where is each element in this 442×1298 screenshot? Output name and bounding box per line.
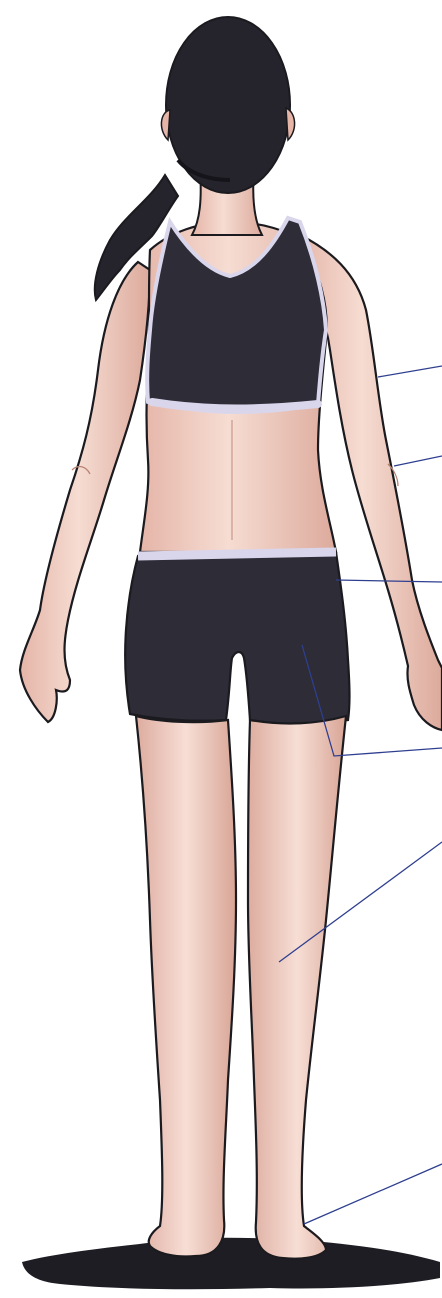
- upper-arm-leader-line: [378, 366, 442, 377]
- left-leg: [136, 716, 236, 1257]
- right-ear: [286, 108, 295, 140]
- shorts-waistband: [138, 552, 336, 556]
- right-leg: [248, 716, 346, 1259]
- shorts: [125, 552, 349, 724]
- left-ear: [161, 110, 170, 140]
- elbow-leader-line: [394, 456, 442, 466]
- heel-leader-line: [304, 1164, 442, 1224]
- ground-shadow: [22, 1238, 440, 1290]
